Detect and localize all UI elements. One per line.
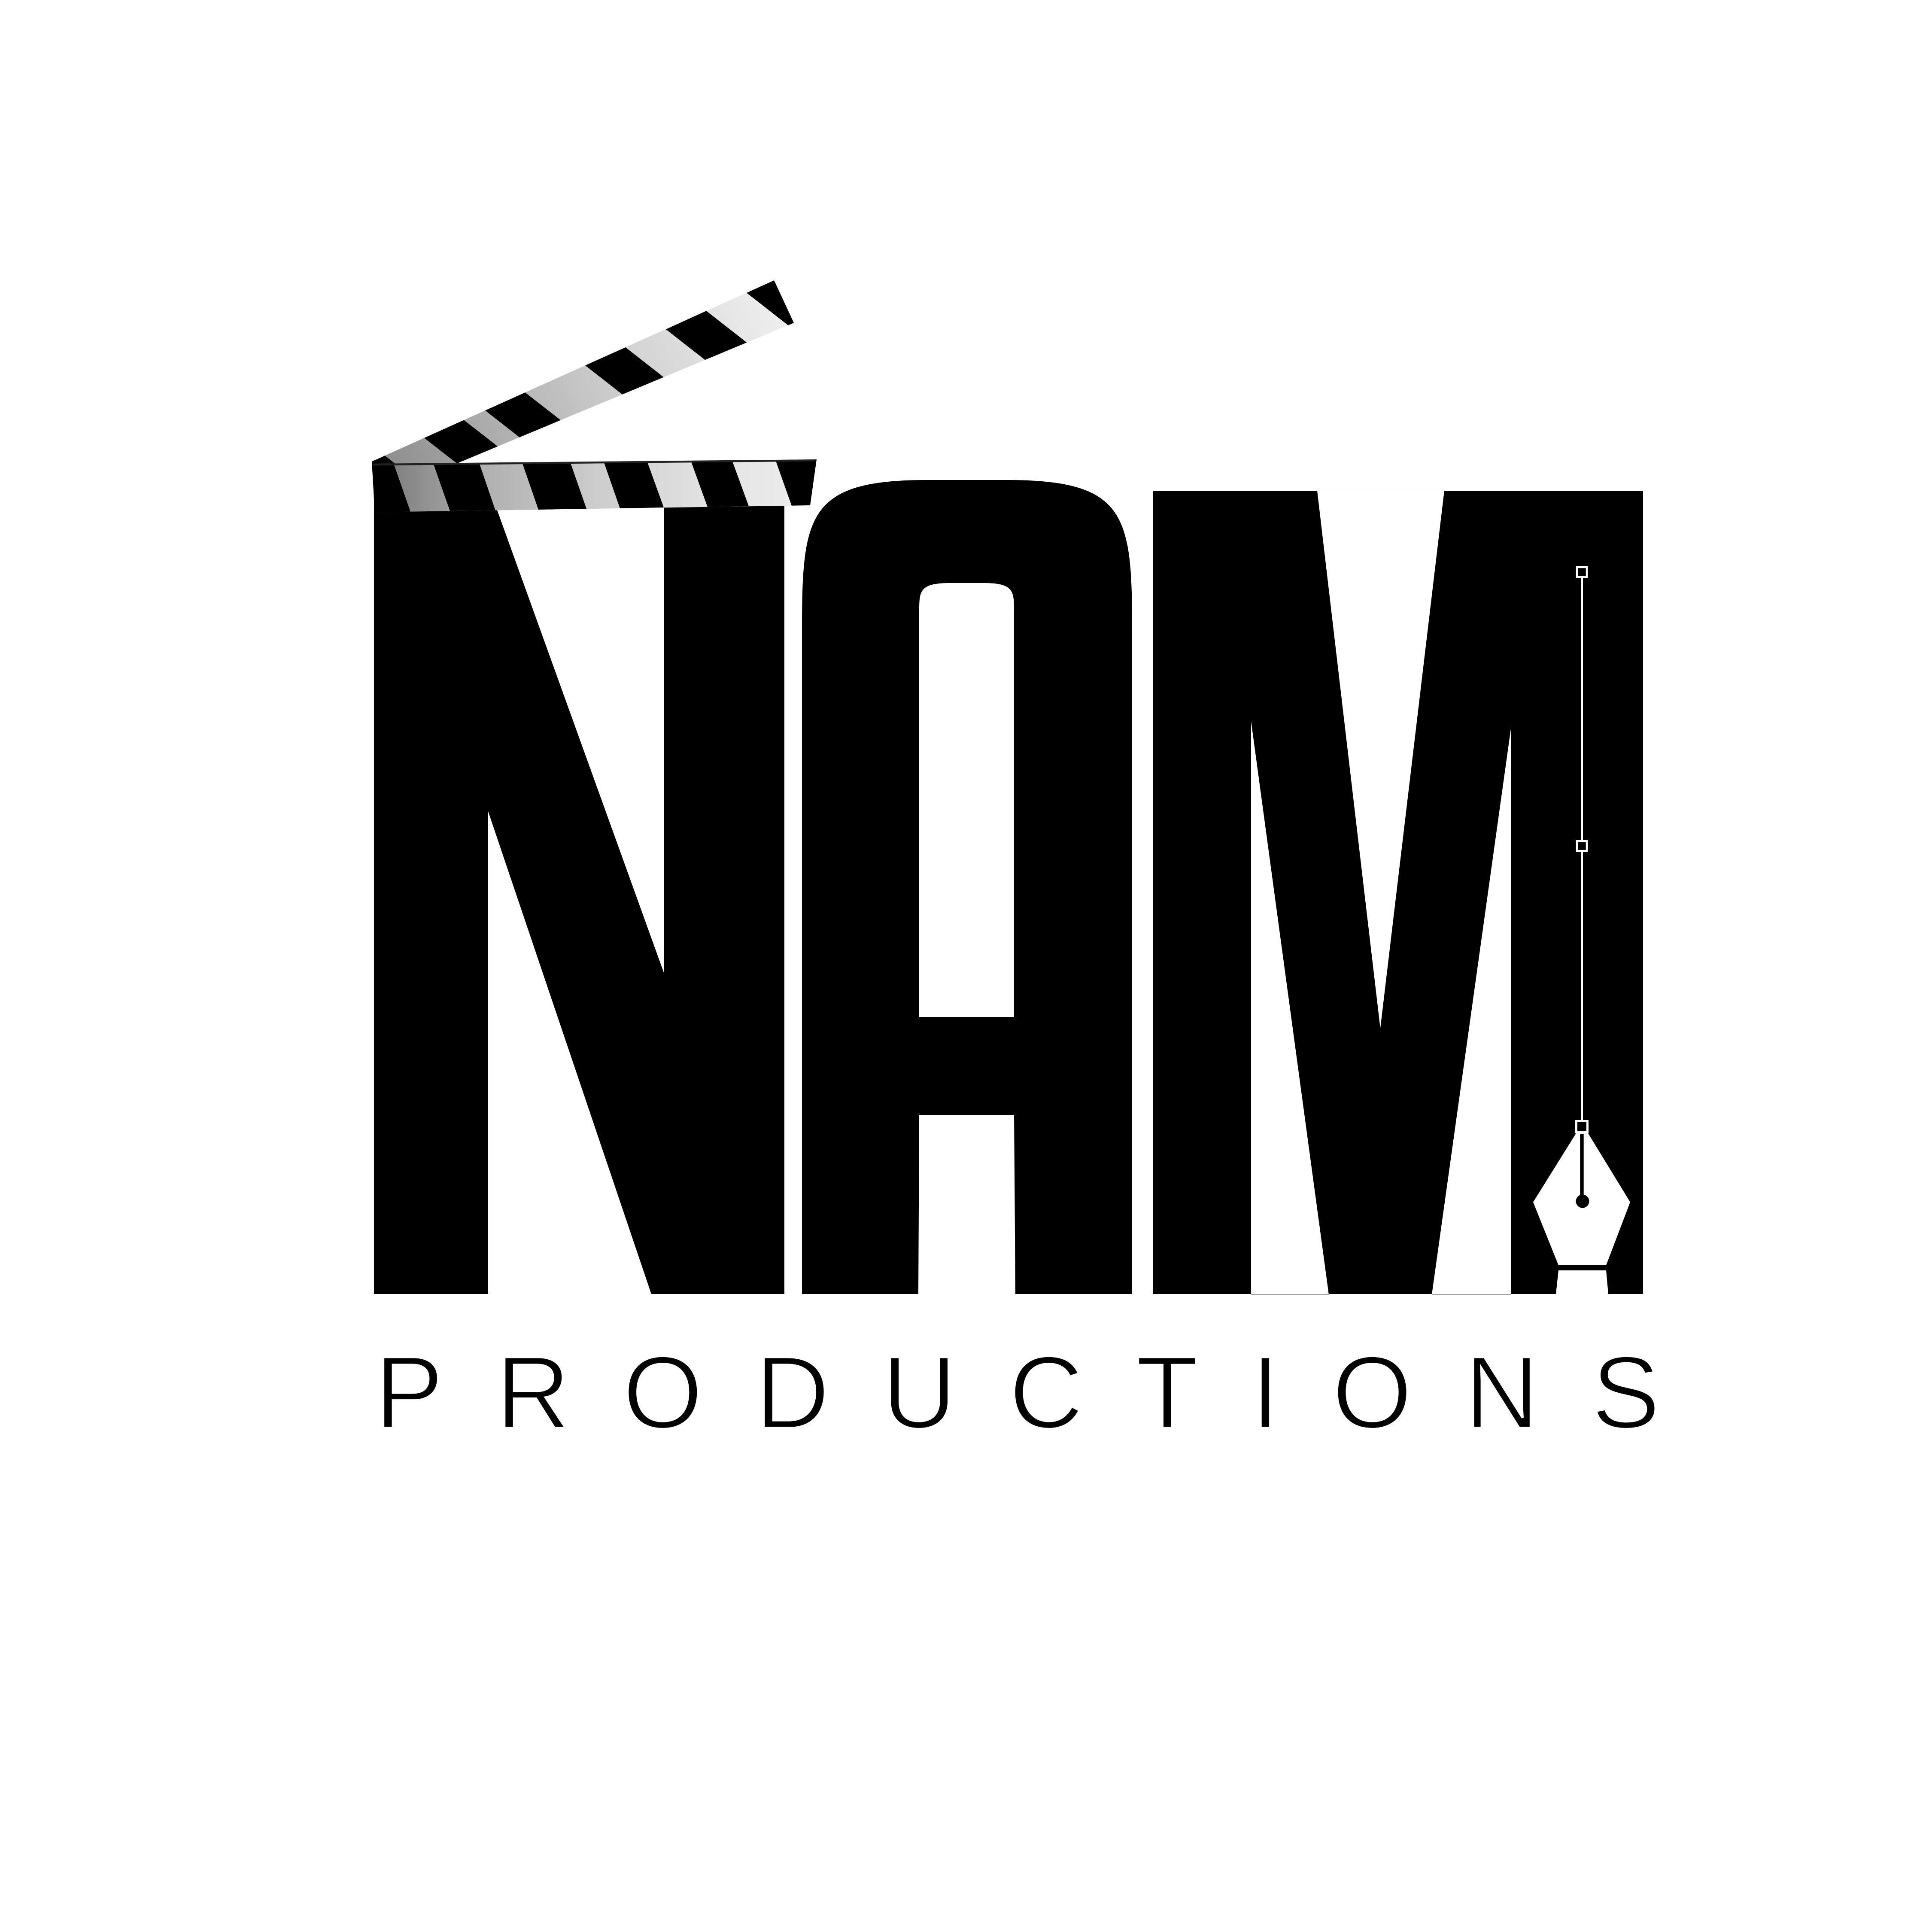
svg-text:PRODUCTIONS: PRODUCTIONS <box>375 1335 1660 1450</box>
